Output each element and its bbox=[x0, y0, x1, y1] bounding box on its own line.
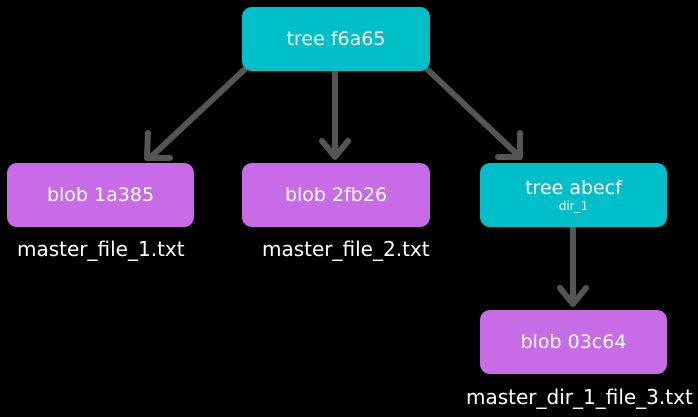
blob-1-label: blob 1a385 bbox=[46, 184, 155, 206]
blob-2-node: blob 2fb26 bbox=[242, 163, 430, 227]
sub-tree-label: tree abecf bbox=[525, 177, 622, 199]
blob-1-node: blob 1a385 bbox=[7, 163, 194, 227]
edge-sub-tree-to-blob-3 bbox=[557, 225, 589, 307]
sub-tree-sublabel: dir_1 bbox=[558, 199, 589, 213]
blob-2-label: blob 2fb26 bbox=[284, 184, 388, 206]
edge-root-to-blob-1 bbox=[144, 67, 247, 161]
blob-2-filename: master_file_2.txt bbox=[262, 237, 430, 261]
blob-3-node: blob 03c64 bbox=[480, 310, 667, 374]
blob-3-label: blob 03c64 bbox=[520, 331, 627, 353]
blob-3-filename: master_dir_1_file_3.txt bbox=[466, 385, 693, 409]
sub-tree-node: tree abecf dir_1 bbox=[480, 163, 667, 227]
blob-1-filename: master_file_1.txt bbox=[17, 237, 185, 261]
root-tree-label: tree f6a65 bbox=[286, 28, 386, 50]
root-tree-node: tree f6a65 bbox=[242, 7, 430, 71]
edge-root-to-sub-tree bbox=[425, 67, 523, 160]
edge-root-to-blob-2 bbox=[319, 69, 351, 160]
